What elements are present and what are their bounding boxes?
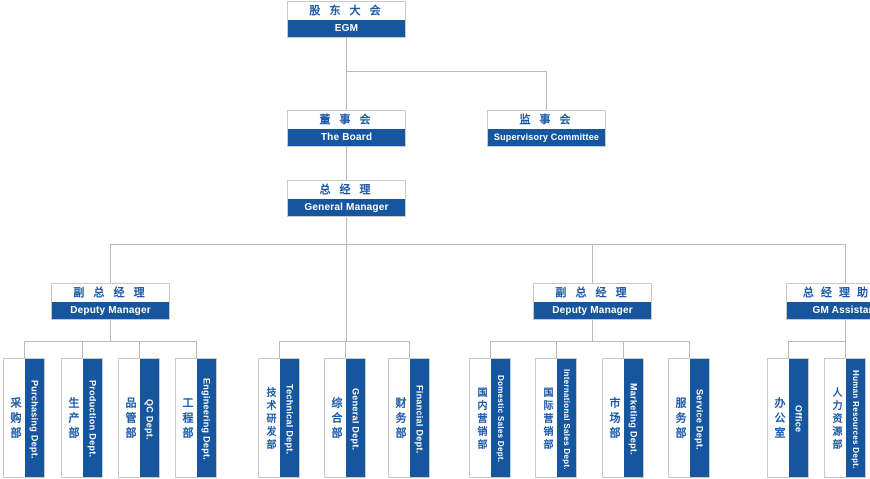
dept-international-sales[interactable]: 国际营销部 International Sales Dept.	[535, 358, 577, 478]
connector-group1-drop-4	[196, 341, 197, 358]
dept-production-cn: 生产部	[62, 359, 83, 477]
connector-group4-drop-1	[788, 341, 789, 358]
connector-level4-bar	[110, 244, 845, 245]
dept-qc-cn: 品管部	[119, 359, 140, 477]
connector-deputy2-drop	[592, 244, 593, 283]
connector-group1-drop-2	[82, 341, 83, 358]
dept-human-resources-cn: 人力资源部	[825, 359, 846, 477]
dept-domestic-sales-en: Domestic Sales Dept.	[491, 359, 510, 477]
dept-office-en: Office	[789, 359, 808, 477]
node-egm-cn: 股 东 大 会	[288, 2, 405, 20]
connector-group2-bar	[279, 341, 409, 342]
dept-domestic-sales-cn: 国内营销部	[470, 359, 491, 477]
dept-purchasing[interactable]: 采购部 Purchasing Dept.	[3, 358, 45, 478]
dept-purchasing-cn: 采购部	[4, 359, 25, 477]
dept-marketing[interactable]: 市场部 Marketing Dept.	[602, 358, 644, 478]
connector-group3-drop-3	[623, 341, 624, 358]
dept-service[interactable]: 服务部 Service Dept.	[668, 358, 710, 478]
connector-egm-down	[346, 38, 347, 71]
connector-gmassistant-down	[845, 318, 846, 341]
dept-international-sales-en: International Sales Dept.	[557, 359, 576, 477]
node-deputy-manager-1-en: Deputy Manager	[52, 302, 169, 319]
dept-engineering-en: Engineering Dept.	[197, 359, 216, 477]
dept-qc-en: QC Dept.	[140, 359, 159, 477]
dept-financial-en: Financial Dept.	[410, 359, 429, 477]
dept-engineering-cn: 工程部	[176, 359, 197, 477]
connector-group4-drop-2	[845, 341, 846, 358]
node-the-board[interactable]: 董 事 会 The Board	[287, 110, 406, 147]
connector-group4-bar	[788, 341, 845, 342]
connector-group2-drop-3	[409, 341, 410, 358]
node-gm-assistant-en: GM Assistant	[787, 302, 870, 319]
node-deputy-manager-2[interactable]: 副 总 经 理 Deputy Manager	[533, 283, 652, 320]
node-supervisory-committee-cn: 监 事 会	[488, 111, 605, 129]
connector-group1-drop-1	[24, 341, 25, 358]
node-supervisory-committee[interactable]: 监 事 会 Supervisory Committee	[487, 110, 606, 147]
node-deputy-manager-2-en: Deputy Manager	[534, 302, 651, 319]
node-gm-assistant[interactable]: 总 经 理 助 理 GM Assistant	[786, 283, 870, 320]
connector-deputy1-down	[110, 318, 111, 341]
dept-office-cn: 办公室	[768, 359, 789, 477]
dept-service-en: Service Dept.	[690, 359, 709, 477]
connector-gm-down	[346, 215, 347, 244]
connector-group2-drop-1	[279, 341, 280, 358]
dept-international-sales-cn: 国际营销部	[536, 359, 557, 477]
node-general-manager[interactable]: 总 经 理 General Manager	[287, 180, 406, 217]
connector-deputy1-drop	[110, 244, 111, 283]
dept-production-en: Production Dept.	[83, 359, 102, 477]
dept-general-cn: 综合部	[325, 359, 346, 477]
dept-office[interactable]: 办公室 Office	[767, 358, 809, 478]
node-general-manager-cn: 总 经 理	[288, 181, 405, 199]
node-gm-assistant-cn: 总 经 理 助 理	[787, 284, 870, 302]
node-general-manager-en: General Manager	[288, 199, 405, 216]
dept-production[interactable]: 生产部 Production Dept.	[61, 358, 103, 478]
connector-group1-drop-3	[139, 341, 140, 358]
dept-technical-cn: 技术研发部	[259, 359, 280, 477]
dept-general[interactable]: 综合部 General Dept.	[324, 358, 366, 478]
dept-purchasing-en: Purchasing Dept.	[25, 359, 44, 477]
connector-gm-center-spine	[346, 244, 347, 341]
dept-marketing-en: Marketing Dept.	[624, 359, 643, 477]
connector-group3-drop-4	[689, 341, 690, 358]
node-supervisory-committee-en: Supervisory Committee	[488, 129, 605, 146]
connector-board-to-gm	[346, 145, 347, 180]
dept-general-en: General Dept.	[346, 359, 365, 477]
connector-deputy2-down	[592, 318, 593, 341]
node-egm[interactable]: 股 东 大 会 EGM	[287, 1, 406, 38]
connector-group2-drop-2	[345, 341, 346, 358]
node-deputy-manager-2-cn: 副 总 经 理	[534, 284, 651, 302]
node-deputy-manager-1-cn: 副 总 经 理	[52, 284, 169, 302]
node-the-board-cn: 董 事 会	[288, 111, 405, 129]
dept-engineering[interactable]: 工程部 Engineering Dept.	[175, 358, 217, 478]
connector-board-drop	[346, 71, 347, 110]
dept-service-cn: 服务部	[669, 359, 690, 477]
dept-domestic-sales[interactable]: 国内营销部 Domestic Sales Dept.	[469, 358, 511, 478]
dept-technical-en: Technical Dept.	[280, 359, 299, 477]
node-deputy-manager-1[interactable]: 副 总 经 理 Deputy Manager	[51, 283, 170, 320]
node-egm-en: EGM	[288, 20, 405, 37]
connector-gmassistant-drop	[845, 244, 846, 283]
dept-qc[interactable]: 品管部 QC Dept.	[118, 358, 160, 478]
dept-human-resources-en: Human Resources Dept.	[846, 359, 865, 477]
connector-group3-drop-1	[490, 341, 491, 358]
dept-financial[interactable]: 财务部 Financial Dept.	[388, 358, 430, 478]
connector-group3-bar	[490, 341, 689, 342]
connector-supervisory-drop	[546, 71, 547, 110]
connector-level2-bar	[346, 71, 546, 72]
connector-group3-drop-2	[556, 341, 557, 358]
dept-human-resources[interactable]: 人力资源部 Human Resources Dept.	[824, 358, 866, 478]
dept-financial-cn: 财务部	[389, 359, 410, 477]
node-the-board-en: The Board	[288, 129, 405, 146]
connector-group1-bar	[24, 341, 196, 342]
dept-technical[interactable]: 技术研发部 Technical Dept.	[258, 358, 300, 478]
dept-marketing-cn: 市场部	[603, 359, 624, 477]
